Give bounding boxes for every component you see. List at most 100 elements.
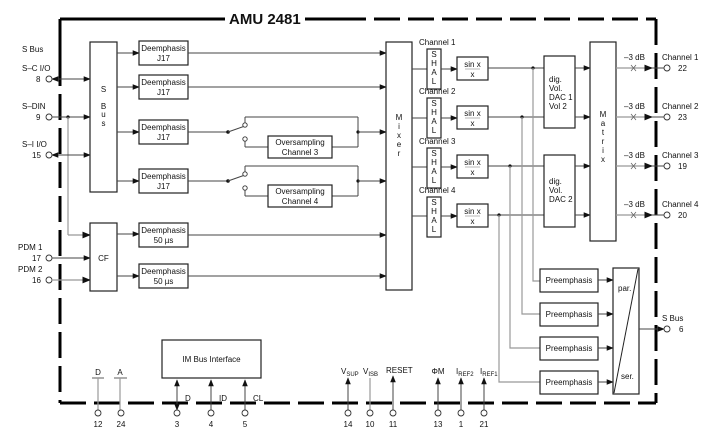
svg-text:Vol 2: Vol 2: [549, 102, 567, 111]
pin-label-sbus: S Bus: [22, 45, 43, 54]
deemphasis-block-2[interactable]: [138, 74, 189, 100]
svg-text:Deemphasis: Deemphasis: [141, 44, 185, 53]
svg-text:L: L: [432, 225, 437, 234]
pin-label-channel-2: Channel 2: [662, 102, 699, 111]
sbus-block[interactable]: [89, 41, 118, 193]
svg-text:t: t: [602, 128, 605, 137]
pin-3[interactable]: [173, 409, 181, 417]
pin-4[interactable]: [207, 409, 215, 417]
switch-channel-4[interactable]: [188, 165, 387, 197]
pin-20[interactable]: [663, 211, 671, 219]
attenuation-label-1: –3 dB: [624, 53, 645, 62]
svg-text:Deemphasis: Deemphasis: [141, 267, 185, 276]
pin-number-15: 15: [32, 151, 41, 160]
svg-text:x: x: [397, 131, 401, 140]
deemphasis-block-4[interactable]: [138, 168, 189, 194]
svg-text:x: x: [471, 217, 475, 226]
pin-9[interactable]: [45, 113, 53, 121]
channel-1: Channel 1 S H A L sin x x: [412, 38, 489, 90]
oversampling-block-4[interactable]: [267, 184, 333, 208]
pin-number-24: 24: [117, 420, 126, 429]
svg-text:u: u: [101, 110, 105, 119]
output-channel-2: –3 dB Channel 2 23: [616, 102, 699, 122]
shal-block-3[interactable]: [426, 147, 442, 189]
pin-5[interactable]: [241, 409, 249, 417]
deemphasis-group: Deemphasis J17 Deemphasis J17 Deemphasis…: [117, 40, 189, 289]
pin-14[interactable]: [344, 409, 352, 417]
pin-label-channel-4: Channel 4: [662, 200, 699, 209]
channel-3: Channel 3 S H A L sin x x: [412, 137, 489, 189]
pin-16[interactable]: [45, 276, 53, 284]
attenuation-label-4: –3 dB: [624, 200, 645, 209]
pin-22[interactable]: [663, 64, 671, 72]
im-bus-interface-label: IM Bus Interface: [182, 355, 241, 364]
pin-13[interactable]: [434, 409, 442, 417]
svg-text:J17: J17: [157, 88, 170, 97]
deemphasis-block-6[interactable]: [138, 263, 189, 289]
switch-channel-3[interactable]: [188, 116, 387, 148]
pin-1[interactable]: [457, 409, 465, 417]
cf-block[interactable]: [89, 222, 118, 292]
svg-text:Deemphasis: Deemphasis: [141, 226, 185, 235]
shal-block-4[interactable]: [426, 196, 442, 238]
channel-2: Channel 2 S H A L sin x x: [412, 87, 489, 139]
pin-label-iref2: IREF2: [456, 367, 474, 378]
svg-text:H: H: [431, 59, 437, 68]
dac-block-2[interactable]: [543, 154, 576, 228]
svg-text:DAC 1: DAC 1: [549, 93, 573, 102]
svg-text:i: i: [398, 122, 400, 131]
matrix-block[interactable]: [589, 41, 617, 242]
svg-text:s: s: [102, 119, 106, 128]
pin-label-im-cl: CL: [253, 394, 264, 403]
dac-block-2-label: dig. Vol. DAC 2: [549, 177, 573, 204]
mixer-block[interactable]: [385, 41, 413, 291]
svg-text:S: S: [101, 85, 106, 94]
cf-block-label: CF: [98, 254, 109, 263]
svg-text:Preemphasis: Preemphasis: [546, 276, 593, 285]
pin-number-13: 13: [434, 420, 443, 429]
svg-text:J17: J17: [157, 133, 170, 142]
pin-17[interactable]: [45, 254, 53, 262]
deemphasis-block-1[interactable]: [138, 40, 189, 66]
pin-label-sc-io: S–C I/O: [22, 64, 50, 73]
mixer-input-wires: [188, 50, 387, 279]
par-label: par.: [618, 284, 631, 293]
pin-10[interactable]: [366, 409, 374, 417]
dac-block-1-label: dig. Vol. DAC 1 Vol 2: [549, 75, 573, 111]
dac-block-1[interactable]: [543, 55, 576, 129]
pin-24[interactable]: [117, 409, 125, 417]
matrix-input-wires: [575, 65, 591, 218]
pin-19[interactable]: [663, 162, 671, 170]
im-bus-interface-block[interactable]: [161, 339, 262, 379]
oversampling-3-line2: Channel 3: [282, 148, 319, 157]
svg-text:x: x: [471, 168, 475, 177]
pin-label-visb: VISB: [363, 367, 378, 378]
pin-21[interactable]: [480, 409, 488, 417]
pin-number-1: 1: [459, 420, 464, 429]
pin-11[interactable]: [389, 409, 397, 417]
attenuator-icon: [630, 113, 637, 121]
deemphasis-block-5[interactable]: [138, 222, 189, 248]
oversampling-block-3[interactable]: [267, 135, 333, 159]
pin-label-si-io: S–I I/O: [22, 140, 47, 149]
svg-text:sin x: sin x: [464, 109, 480, 118]
svg-text:L: L: [432, 176, 437, 185]
pin-number-5: 5: [243, 420, 248, 429]
svg-text:dig.: dig.: [549, 177, 562, 186]
pin-label-channel-3: Channel 3: [662, 151, 699, 160]
pin-23[interactable]: [663, 113, 671, 121]
svg-text:Vol.: Vol.: [549, 84, 562, 93]
pin-number-3: 3: [175, 420, 180, 429]
svg-text:M: M: [600, 110, 607, 119]
pin-12[interactable]: [94, 409, 102, 417]
pin-15[interactable]: [45, 151, 53, 159]
pin-6[interactable]: [663, 325, 671, 333]
output-channel-3: –3 dB Channel 3 19: [616, 151, 699, 171]
pin-label-a: A: [117, 368, 123, 377]
pin-8[interactable]: [45, 75, 53, 83]
svg-text:sin x: sin x: [464, 207, 480, 216]
deemphasis-block-3[interactable]: [138, 119, 189, 145]
pin-label-phi-m: ΦM: [431, 367, 444, 376]
svg-text:r: r: [398, 149, 401, 158]
pin-number-16: 16: [32, 276, 41, 285]
